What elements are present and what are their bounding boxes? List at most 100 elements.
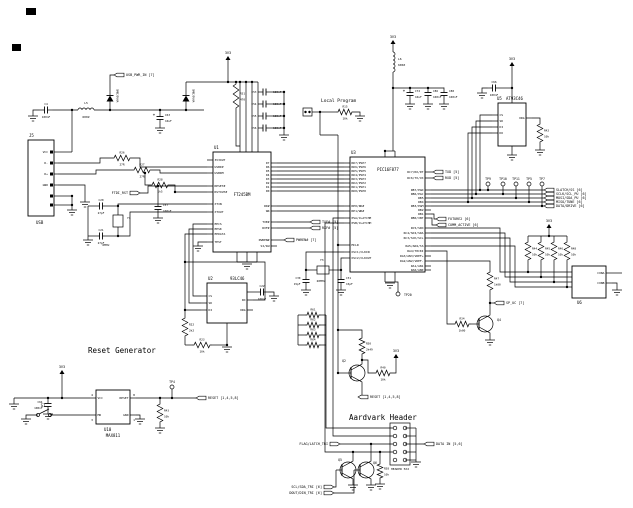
port-reset-1-4-5-8: RESET [1,4,5,8]: [195, 395, 239, 400]
svg-text:Reset Generator: Reset Generator: [88, 346, 156, 355]
svg-text:600Z: 600Z: [82, 115, 89, 119]
port-dout-din-tri-6: DOUT/DIN_TRI [6]: [289, 490, 335, 495]
ground-symbol: [153, 217, 163, 224]
svg-text:RC7/RX/DT: RC7/RX/DT: [407, 170, 423, 174]
svg-text:RD0/PSP0: RD0/PSP0: [352, 189, 367, 193]
svg-text:10k: 10k: [571, 253, 576, 257]
svg-text:10k: 10k: [532, 253, 537, 257]
svg-text:1: 1: [133, 418, 135, 422]
ground-symbol: [155, 427, 165, 434]
svg-text:3V3: 3V3: [390, 35, 396, 39]
svg-text:CS: CS: [209, 294, 213, 298]
svg-text:FT245BM: FT245BM: [234, 192, 251, 197]
testpoint-tp9: TP9: [485, 177, 491, 187]
svg-text:R26: R26: [119, 151, 124, 155]
svg-text:MCLR: MCLR: [352, 243, 359, 247]
svg-text:U1: U1: [214, 145, 219, 150]
svg-text:J5: J5: [29, 133, 34, 138]
svg-text:R63: R63: [310, 328, 315, 332]
svg-text:Q5: Q5: [338, 458, 342, 462]
annotation-text: 4: [91, 393, 93, 397]
testpoint-tp10: TP10: [499, 177, 507, 187]
svg-text:U10: U10: [104, 427, 112, 432]
svg-text:Q2: Q2: [342, 359, 346, 363]
svg-text:10k: 10k: [384, 473, 389, 477]
ground-symbol: [83, 239, 93, 246]
svg-text:PIC16F877: PIC16F877: [377, 167, 399, 172]
port-reset-1-4-5-8: RESET [1,4,5,8]: [357, 394, 401, 399]
svg-text:R62: R62: [310, 318, 315, 322]
svg-text:RSTOUT#: RSTOUT#: [215, 190, 228, 194]
svg-text:3: 3: [91, 418, 93, 422]
svg-text:100nF: 100nF: [42, 115, 51, 119]
svg-text:R46: R46: [558, 247, 563, 251]
transistor-q4: Q4: [473, 311, 501, 337]
svg-text:FLAG/LATCH_TRI: FLAG/LATCH_TRI: [299, 442, 328, 446]
ground-symbol: [67, 209, 77, 216]
svg-text:RC6/TX/CK: RC6/TX/CK: [407, 176, 423, 180]
svg-text:RC5/SDO: RC5/SDO: [411, 226, 424, 230]
svg-text:RA5/AN4/SS: RA5/AN4/SS: [405, 244, 423, 248]
svg-text:1k5: 1k5: [157, 190, 162, 194]
svg-text:FUTURE2 [6]: FUTURE2 [6]: [448, 217, 470, 221]
svg-text:TP7: TP7: [539, 177, 545, 181]
svg-text:L6: L6: [398, 57, 402, 61]
svg-text:TP10: TP10: [499, 177, 507, 181]
svg-text:RESET#: RESET#: [215, 184, 226, 188]
svg-text:10uF: 10uF: [165, 119, 172, 123]
svg-text:HEADER 5X2: HEADER 5X2: [391, 467, 409, 471]
svg-text:27R: 27R: [119, 163, 124, 167]
svg-text:R31: R31: [240, 92, 245, 96]
resistor-r26: R26 27R: [112, 151, 132, 167]
svg-text:100nF: 100nF: [490, 93, 499, 97]
svg-text:R40: R40: [380, 366, 385, 370]
svg-text:USB: USB: [36, 220, 44, 225]
resistor-r63: R63: [305, 328, 321, 339]
svg-text:TP9: TP9: [485, 177, 491, 181]
ic-u3: U3PIC16F877RD7/PSP7RD6/PSP6RD5/PSP5RD4/P…: [344, 150, 431, 278]
svg-text:15pF: 15pF: [346, 282, 353, 286]
aardvark-header-connector: [389, 422, 411, 466]
svg-text:RB7/PGD: RB7/PGD: [411, 188, 424, 192]
port-txe-5: TXE# [5]: [309, 219, 338, 224]
testpoint-tp4: TP4: [169, 380, 175, 390]
svg-text:D1: D1: [266, 185, 270, 189]
svg-text:Q6: Q6: [373, 461, 377, 465]
power-flag-3v3: 3V3: [225, 51, 231, 66]
svg-text:TXE#: TXE#: [262, 220, 269, 224]
capacitor-c31: C31 15pF: [337, 274, 353, 288]
svg-text:10k: 10k: [544, 135, 549, 139]
svg-text:RB6/PGC: RB6/PGC: [411, 192, 424, 196]
port-sclk-scl-pu-6: SCLK/SCL_PU [6]: [543, 191, 587, 196]
svg-text:100nF: 100nF: [273, 90, 282, 94]
svg-text:D7: D7: [266, 161, 270, 165]
power-flag-3v3: 3V3: [390, 35, 396, 50]
svg-text:R27: R27: [139, 163, 144, 167]
svg-text:RESET: RESET: [119, 396, 128, 400]
svg-text:15pF: 15pF: [294, 282, 301, 286]
svg-text:CONA: CONA: [597, 271, 604, 275]
ground-symbol: [155, 127, 165, 134]
annotation-text: 8: [133, 393, 135, 397]
svg-text:U3: U3: [351, 150, 356, 155]
svg-text:C72: C72: [415, 89, 420, 93]
svg-text:RE0/RD#: RE0/RD#: [352, 204, 365, 208]
svg-text:VCC: VCC: [98, 396, 104, 400]
svg-text:Y3: Y3: [320, 258, 324, 262]
svg-text:C31: C31: [346, 276, 351, 280]
svg-text:D5: D5: [266, 169, 270, 173]
